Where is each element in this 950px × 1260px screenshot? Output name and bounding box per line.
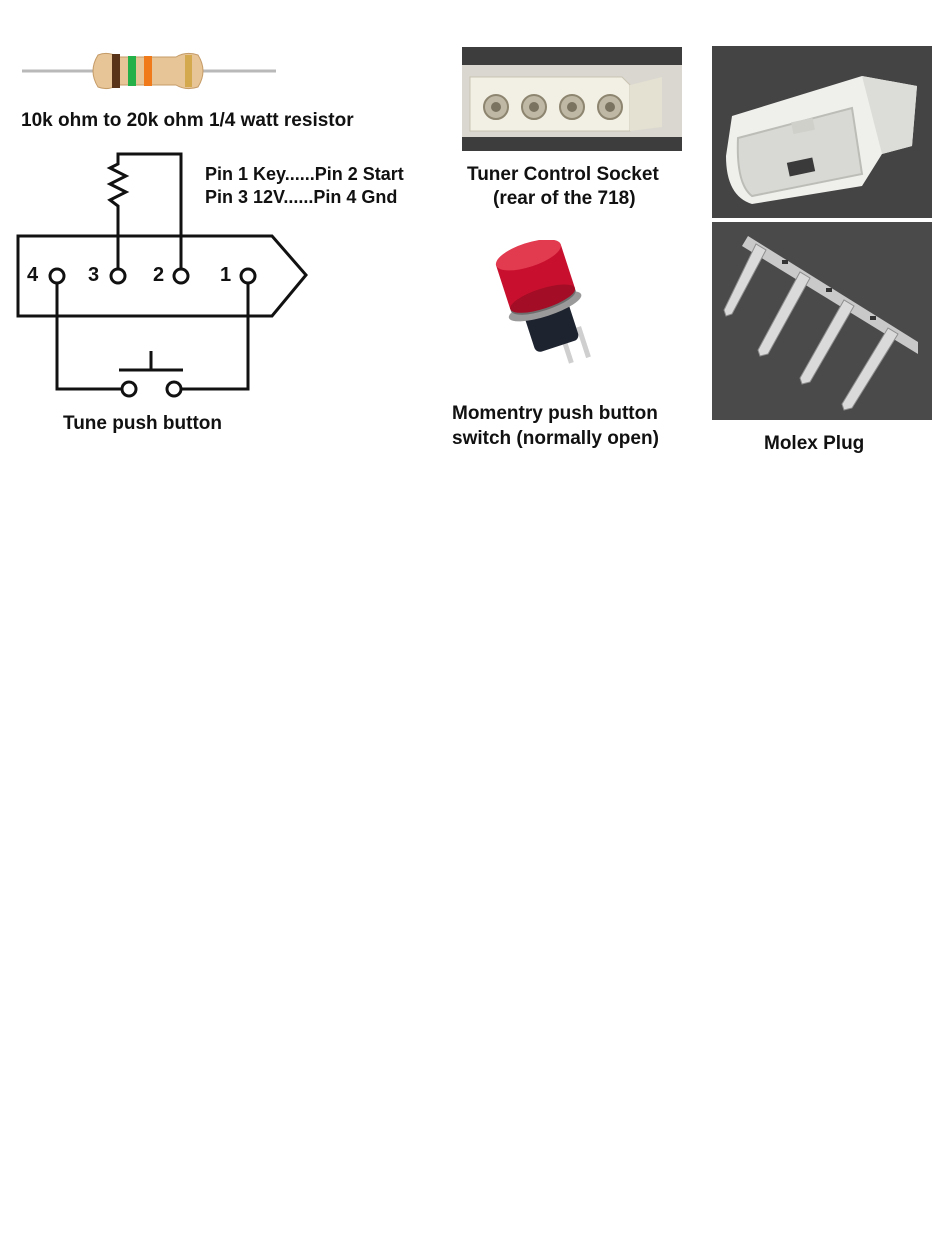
pin-label-3: 3: [88, 264, 99, 287]
pin-4-circle: [50, 269, 64, 283]
pushbutton-contact-left: [122, 382, 136, 396]
pin-1-circle: [241, 269, 255, 283]
pin-label-1: 1: [220, 264, 231, 287]
switch-caption-line-1: Momentry push button: [452, 403, 658, 425]
socket-caption-line-1: Tuner Control Socket: [467, 164, 659, 186]
molex-pins-image: [712, 222, 932, 420]
tuner-socket-image: [462, 47, 682, 151]
push-button-switch-image: [465, 240, 615, 385]
resistor-image: [20, 45, 280, 97]
pin-label-2: 2: [153, 264, 164, 287]
resistor-symbol: [110, 154, 181, 268]
molex-housing-image: [712, 46, 932, 218]
pin-2-circle: [174, 269, 188, 283]
switch-caption-line-2: switch (normally open): [452, 428, 659, 450]
tune-button-caption: Tune push button: [63, 413, 222, 435]
pin-label-4: 4: [27, 264, 38, 287]
resistor-caption: 10k ohm to 20k ohm 1/4 watt resistor: [21, 110, 354, 132]
wiring-schematic: [0, 140, 330, 400]
pushbutton-wiring: [57, 283, 248, 389]
socket-caption-line-2: (rear of the 718): [493, 188, 636, 210]
pushbutton-contact-right: [167, 382, 181, 396]
molex-caption: Molex Plug: [764, 433, 864, 455]
pin-3-circle: [111, 269, 125, 283]
